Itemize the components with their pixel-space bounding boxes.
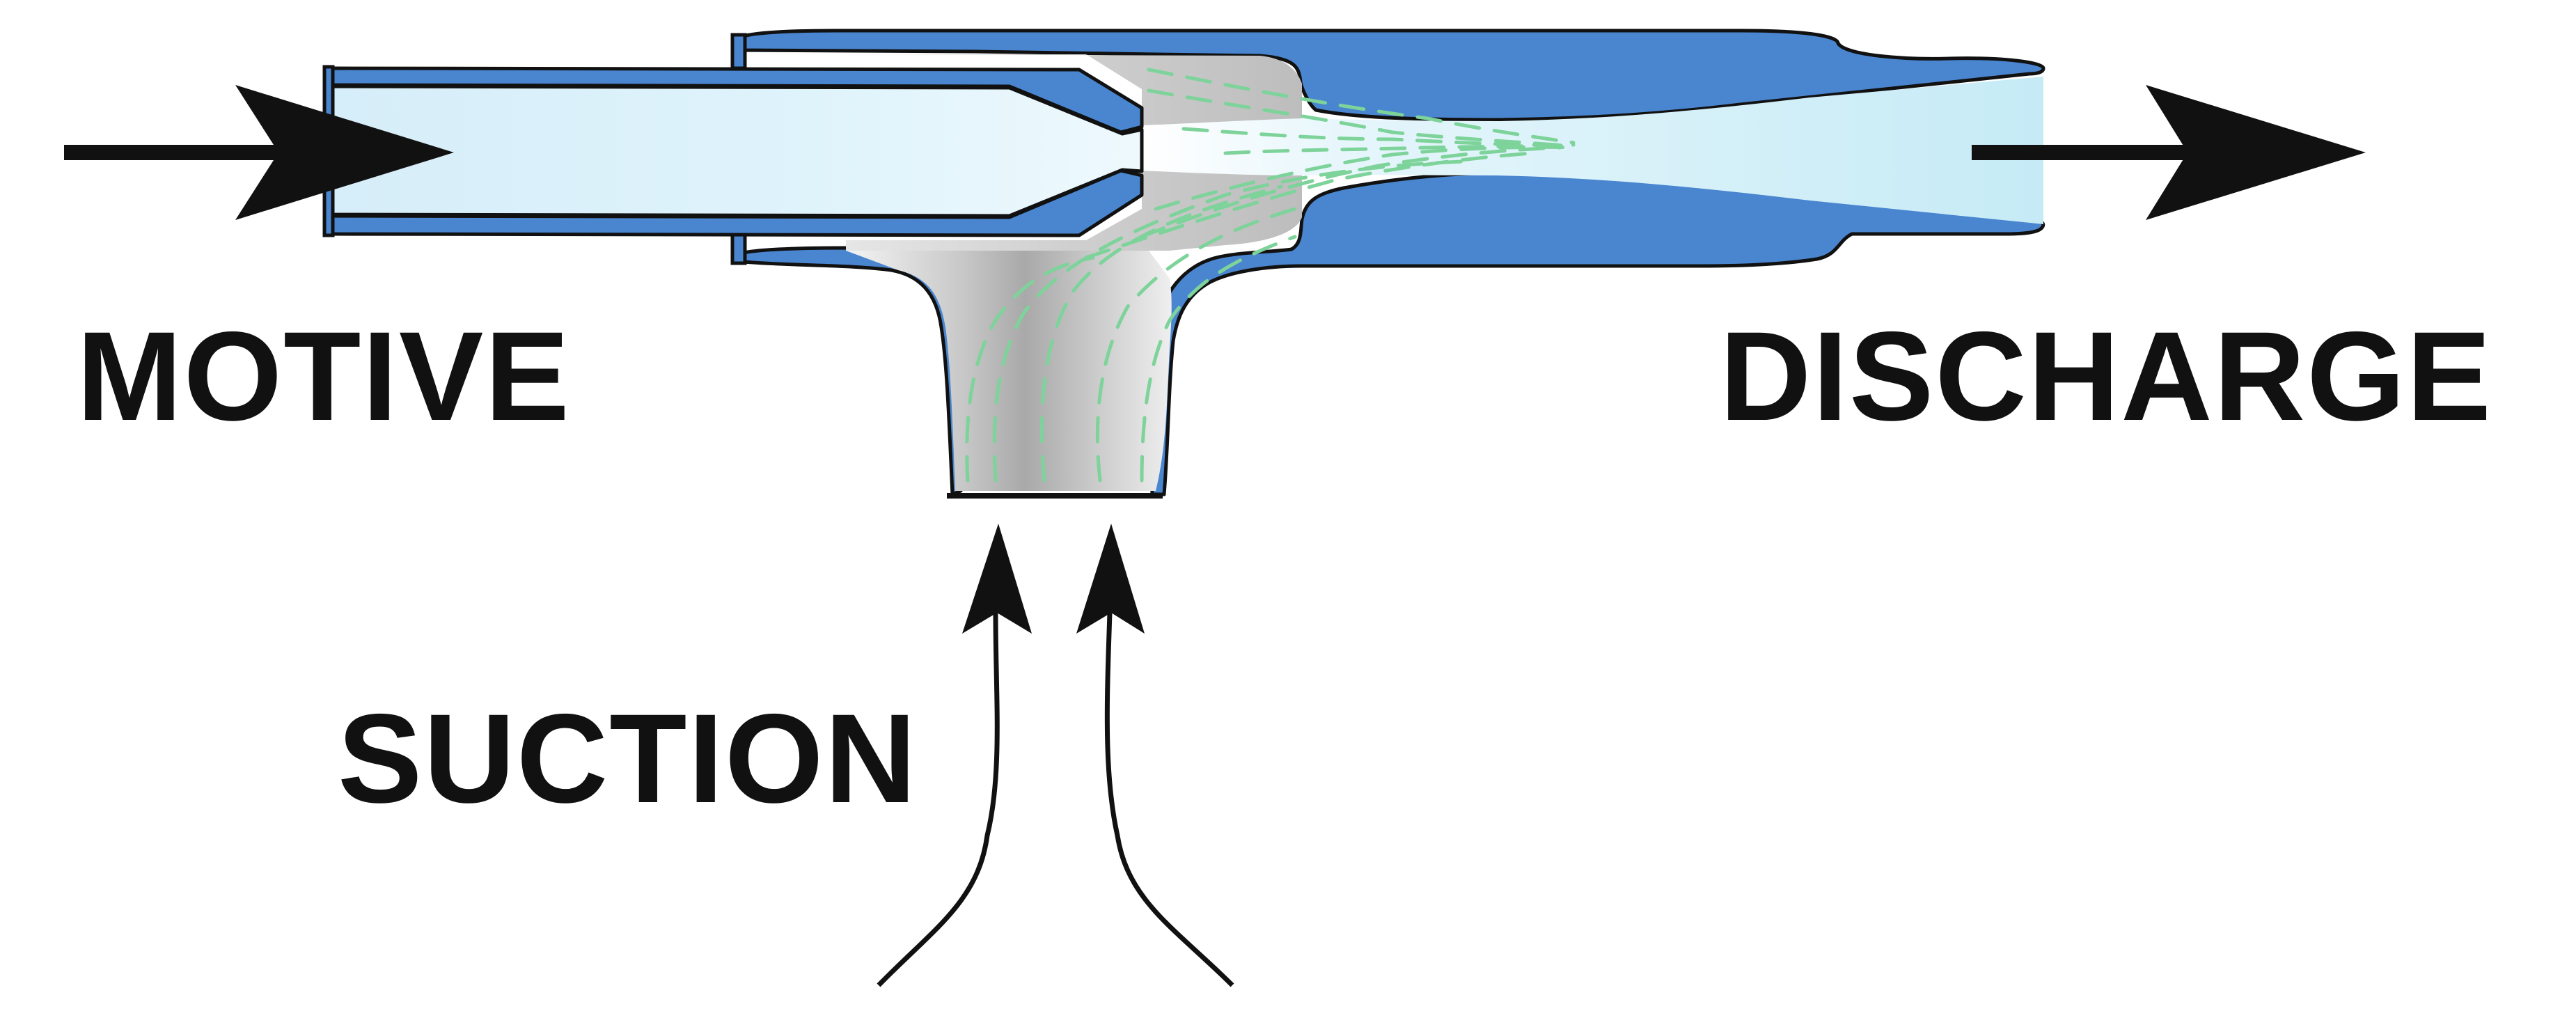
streamline: [1147, 88, 1576, 148]
motive-label: MOTIVE: [77, 305, 571, 447]
streamline: [1039, 185, 1283, 483]
streamline: [1147, 68, 1576, 145]
diffuser-upper-wall: [736, 29, 2045, 122]
streamline: [992, 159, 1464, 483]
nozzle-fluid: [328, 84, 1144, 218]
discharge-arrow-shaft: [1972, 145, 2194, 160]
streamline: [965, 256, 1095, 483]
motive-arrow-shaft: [64, 145, 294, 160]
streamline: [1223, 143, 1576, 155]
suction-chamber-lower-fluid: [846, 171, 1302, 251]
streamline: [1154, 145, 1576, 211]
streamline: [1140, 235, 1297, 483]
discharge-arrow: [1972, 85, 2366, 220]
suction-chamber-fluid: [846, 54, 1302, 491]
suction-arrows: [877, 524, 1234, 987]
streamline: [1095, 207, 1297, 483]
motive-nozzle: [322, 65, 1144, 237]
motive-arrow: [64, 85, 454, 220]
suction-arrow-left-line: [877, 612, 1000, 987]
discharge-arrow-head: [2146, 85, 2366, 220]
suction-arrow-left-head: [962, 524, 1032, 634]
streamline: [1084, 151, 1534, 260]
streamlines: [965, 68, 1576, 483]
body-flange-bottom: [730, 232, 747, 265]
streamline: [1181, 127, 1576, 147]
motive-arrow-head: [235, 85, 454, 220]
suction-arrow-right-line: [1104, 612, 1234, 987]
suction-label: SUCTION: [338, 687, 918, 829]
suction-arrow-right-head: [1076, 524, 1145, 634]
discharge-label: DISCHARGE: [1720, 305, 2492, 447]
discharge-fluid: [1142, 77, 2043, 224]
body-flange-top: [730, 33, 747, 70]
suction-chamber-upper-fluid: [846, 54, 1302, 125]
suction-inlet-fluid: [846, 251, 1172, 491]
